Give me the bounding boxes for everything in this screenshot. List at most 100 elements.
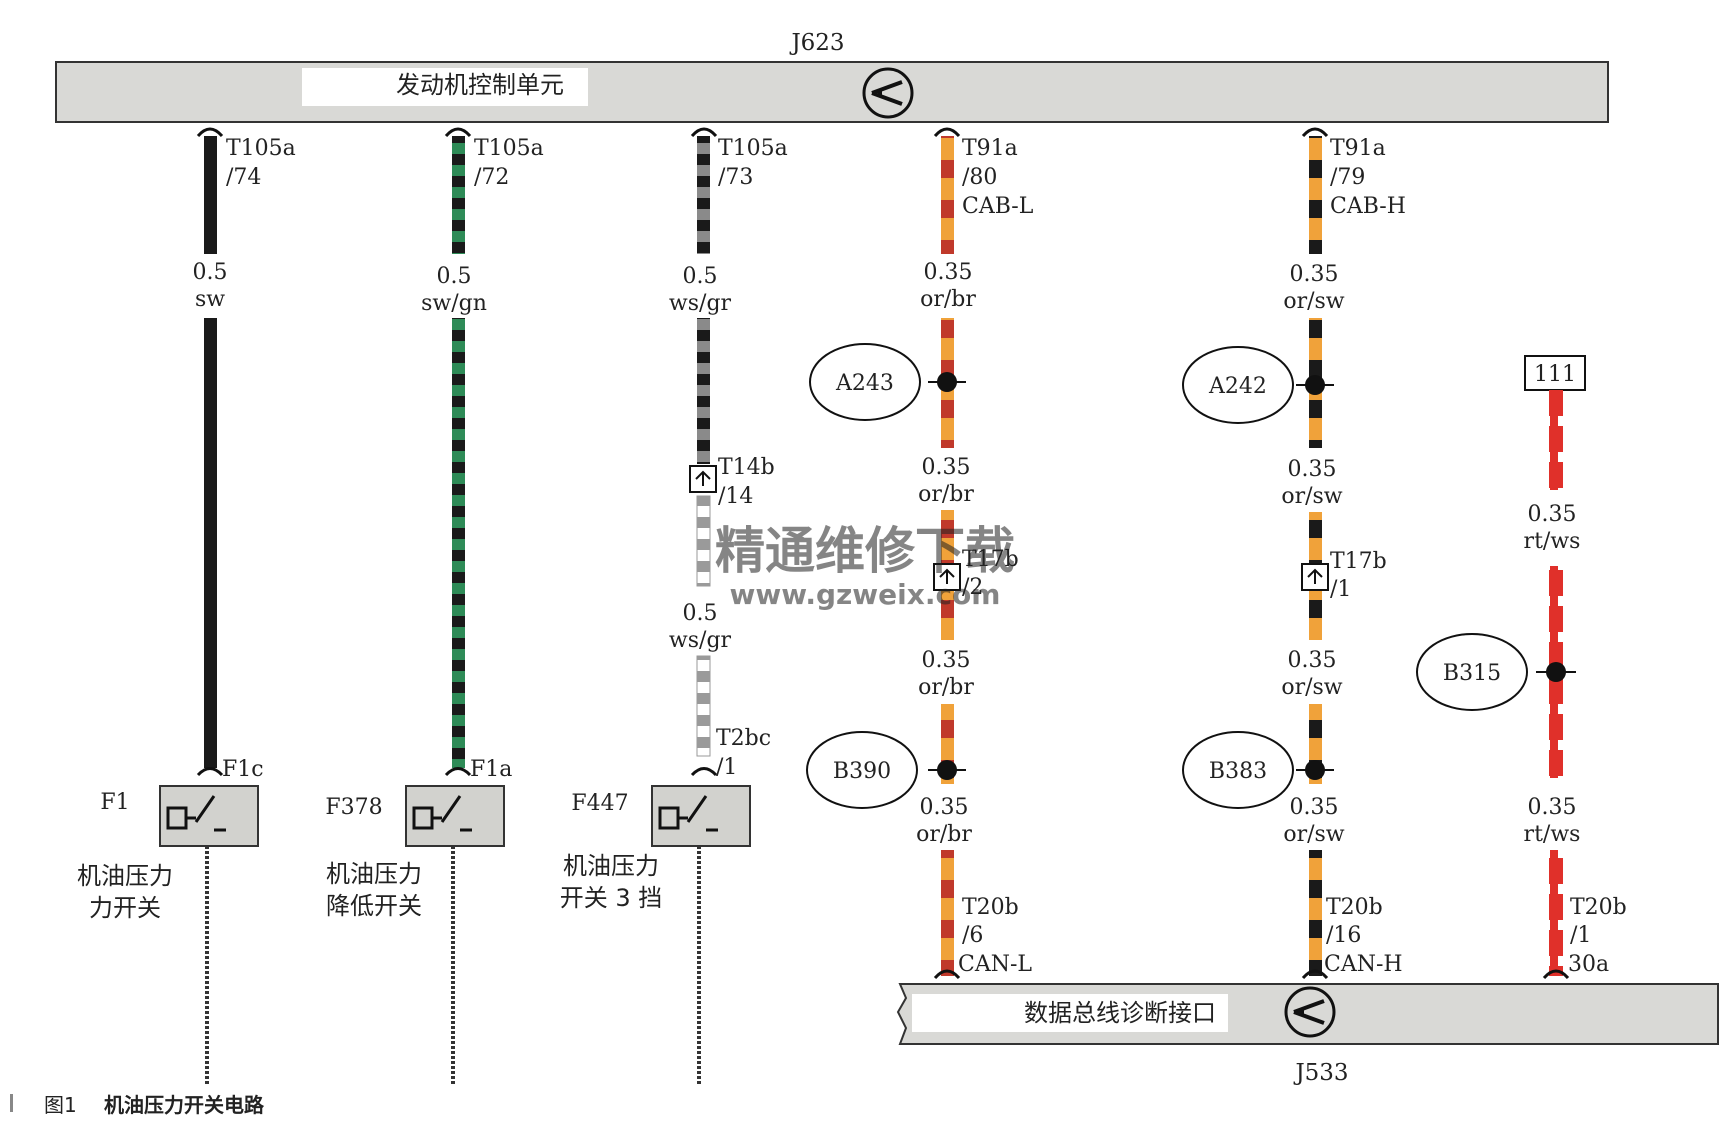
wire-color: or/sw <box>1283 289 1344 314</box>
ecu-label: 发动机控制单元 <box>396 71 564 99</box>
mid-pin-number: /1 <box>1330 577 1351 602</box>
wire-size: 0.35 <box>924 260 973 285</box>
mid-pin-number: /2 <box>962 575 983 600</box>
pin-label: T91a <box>962 136 1018 161</box>
watermark-url: www.gzweix.com <box>730 578 1001 611</box>
end-pin: T2bc <box>716 726 771 751</box>
diag-label: 数据总线诊断接口 <box>1024 999 1216 1027</box>
wire-color: or/sw <box>1281 484 1342 509</box>
component-name: 降低开关 <box>326 892 422 920</box>
ground-symbol-icon <box>862 67 914 119</box>
wire-size: 0.35 <box>1288 457 1337 482</box>
reference-box: 111 <box>1534 362 1576 387</box>
ecu-j623: 发动机控制单元 J623 <box>55 30 1609 123</box>
end-pin: F1a <box>470 757 512 782</box>
pin-label: T91a <box>1330 136 1386 161</box>
pressure-switch-icon <box>405 785 505 847</box>
wire-size: 0.5 <box>683 601 718 626</box>
figure-caption: 图1 机油压力开关电路 <box>10 1093 265 1117</box>
end-pin-number: /6 <box>962 923 983 948</box>
wire-color: or/br <box>916 822 972 847</box>
component-name: 机油压力 <box>563 852 659 880</box>
mid-pin: T17b <box>962 547 1019 572</box>
node-label: A243 <box>835 371 894 396</box>
watermark: 精通维修下载 www.gzweix.com <box>715 522 1015 611</box>
caption-number: 图1 <box>44 1093 77 1117</box>
component-name: 机油压力 <box>77 862 173 890</box>
end-signal: CAN-L <box>958 952 1032 977</box>
component-code: F378 <box>325 795 382 820</box>
wire-color: or/br <box>918 482 974 507</box>
splice-node: A242 <box>1182 346 1334 424</box>
signal-name: CAB-L <box>962 194 1034 219</box>
end-pin: F1c <box>222 757 264 782</box>
node-label: B390 <box>833 759 891 784</box>
component-code: F447 <box>571 791 628 816</box>
wire-color: rt/ws <box>1524 529 1581 554</box>
pin-label: T105a <box>226 136 296 161</box>
wire-color: ws/gr <box>669 628 732 653</box>
wire-color: or/sw <box>1281 675 1342 700</box>
wire-6: 111 0.35 rt/ws B315 0.35 rt/ws T20b /1 3… <box>1416 355 1627 980</box>
wire-size: 0.35 <box>1288 648 1337 673</box>
component-name: 机油压力 <box>326 860 422 888</box>
mid-pin: T14b <box>718 455 775 480</box>
pin-number: /73 <box>718 165 753 190</box>
mid-pin: T17b <box>1330 549 1387 574</box>
splice-node: A243 <box>809 343 966 421</box>
top-connectors <box>196 127 1329 138</box>
wire-4: T91a /80 CAB-L 0.35 or/br A243 0.35 or/b… <box>806 136 1034 980</box>
connector-icon <box>689 465 717 493</box>
pressure-switch-icon <box>159 785 259 847</box>
component-name: 力开关 <box>89 894 161 922</box>
node-label: B383 <box>1209 759 1267 784</box>
diag-code: J533 <box>1293 1060 1348 1086</box>
wire-size: 0.35 <box>1528 502 1577 527</box>
wire-5: T91a /79 CAB-H 0.35 or/sw A242 0.35 or/s… <box>1182 136 1406 980</box>
end-pin: T20b <box>1326 895 1383 920</box>
wire-size: 0.5 <box>683 264 718 289</box>
component-code: F1 <box>100 790 129 815</box>
wire-color: ws/gr <box>669 291 732 316</box>
caption-text: 机油压力开关电路 <box>104 1093 265 1117</box>
splice-node: B390 <box>806 731 966 809</box>
wire-color: or/br <box>918 675 974 700</box>
pin-number: /74 <box>226 165 261 190</box>
wire-color: sw/gn <box>421 291 487 316</box>
end-signal: CAN-H <box>1324 952 1403 977</box>
wire-size: 0.5 <box>437 264 472 289</box>
end-signal: 30a <box>1568 952 1609 977</box>
wire-size: 0.5 <box>193 260 228 285</box>
diag-j533: 数据总线诊断接口 J533 <box>896 983 1719 1086</box>
end-pin-number: /16 <box>1326 923 1361 948</box>
end-pin: T20b <box>962 895 1019 920</box>
wire-size: 0.35 <box>1528 795 1577 820</box>
pin-label: T105a <box>718 136 788 161</box>
connector-icon <box>933 563 961 591</box>
wire-size: 0.35 <box>922 455 971 480</box>
node-label: A242 <box>1208 374 1267 399</box>
ecu-code: J623 <box>789 30 844 56</box>
wire-size: 0.35 <box>922 648 971 673</box>
wire-size: 0.35 <box>1290 262 1339 287</box>
wire-size: 0.35 <box>920 795 969 820</box>
end-pin-number: /1 <box>1570 923 1591 948</box>
connector-icon <box>1301 563 1329 591</box>
mid-pin-number: /14 <box>718 484 753 509</box>
watermark-text: 精通维修下载 <box>715 522 1015 580</box>
wire-color: rt/ws <box>1524 822 1581 847</box>
wire-1: T105a /74 0.5 sw F1c F1 机油压力 力开关 <box>77 136 296 1086</box>
wire-color: or/br <box>920 287 976 312</box>
node-label: B315 <box>1443 661 1501 686</box>
splice-node: B315 <box>1416 633 1576 711</box>
wire-color: or/sw <box>1283 822 1344 847</box>
splice-node: B383 <box>1182 731 1334 809</box>
wire-size: 0.35 <box>1290 795 1339 820</box>
signal-name: CAB-H <box>1330 194 1406 219</box>
pin-number: /72 <box>474 165 509 190</box>
pressure-switch-icon <box>651 785 751 847</box>
pin-number: /79 <box>1330 165 1365 190</box>
wire-color: sw <box>195 287 225 312</box>
pin-number: /80 <box>962 165 997 190</box>
